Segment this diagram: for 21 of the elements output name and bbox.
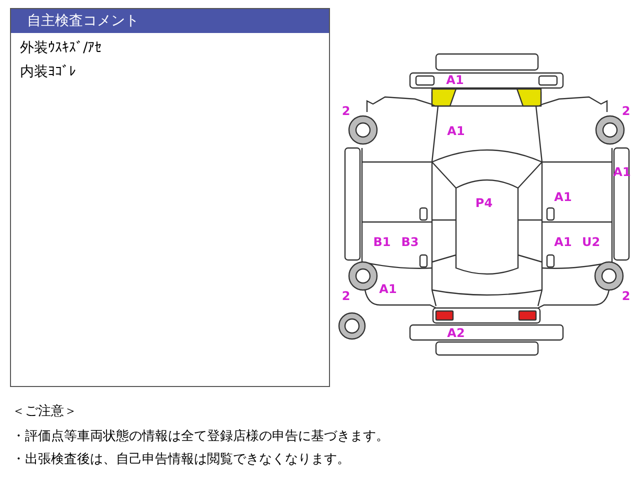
damage-code: 2 (622, 289, 630, 303)
note-text: ・出張検査後は、自己申告情報は閲覧できなくなります。 (12, 452, 350, 468)
comment-text: 外装ｳｽｷｽﾞ/ｱｾ (20, 39, 102, 57)
damage-code: A1 (554, 235, 572, 249)
note-text: ・評価点等車両状態の情報は全て登録店様の申告に基づきます。 (12, 429, 389, 445)
damage-code: A1 (446, 73, 464, 87)
damage-code: B1 (373, 235, 391, 249)
damage-code: 2 (342, 289, 350, 303)
damage-code: B3 (401, 235, 419, 249)
damage-code: U2 (582, 235, 600, 249)
damage-code: A2 (447, 326, 465, 340)
damage-code: A1 (554, 190, 572, 204)
panel-heading: 自主検査コメント (11, 9, 329, 33)
comment-panel (10, 8, 330, 387)
damage-code: A1 (447, 124, 465, 138)
damage-code: 2 (342, 104, 350, 118)
comment-text: 内装ﾖｺﾞﾚ (20, 63, 76, 81)
damage-code: A1 (379, 282, 397, 296)
note-heading: ＜ご注意＞ (12, 404, 77, 420)
damage-code: 2 (622, 104, 630, 118)
damage-code: P4 (475, 196, 493, 210)
